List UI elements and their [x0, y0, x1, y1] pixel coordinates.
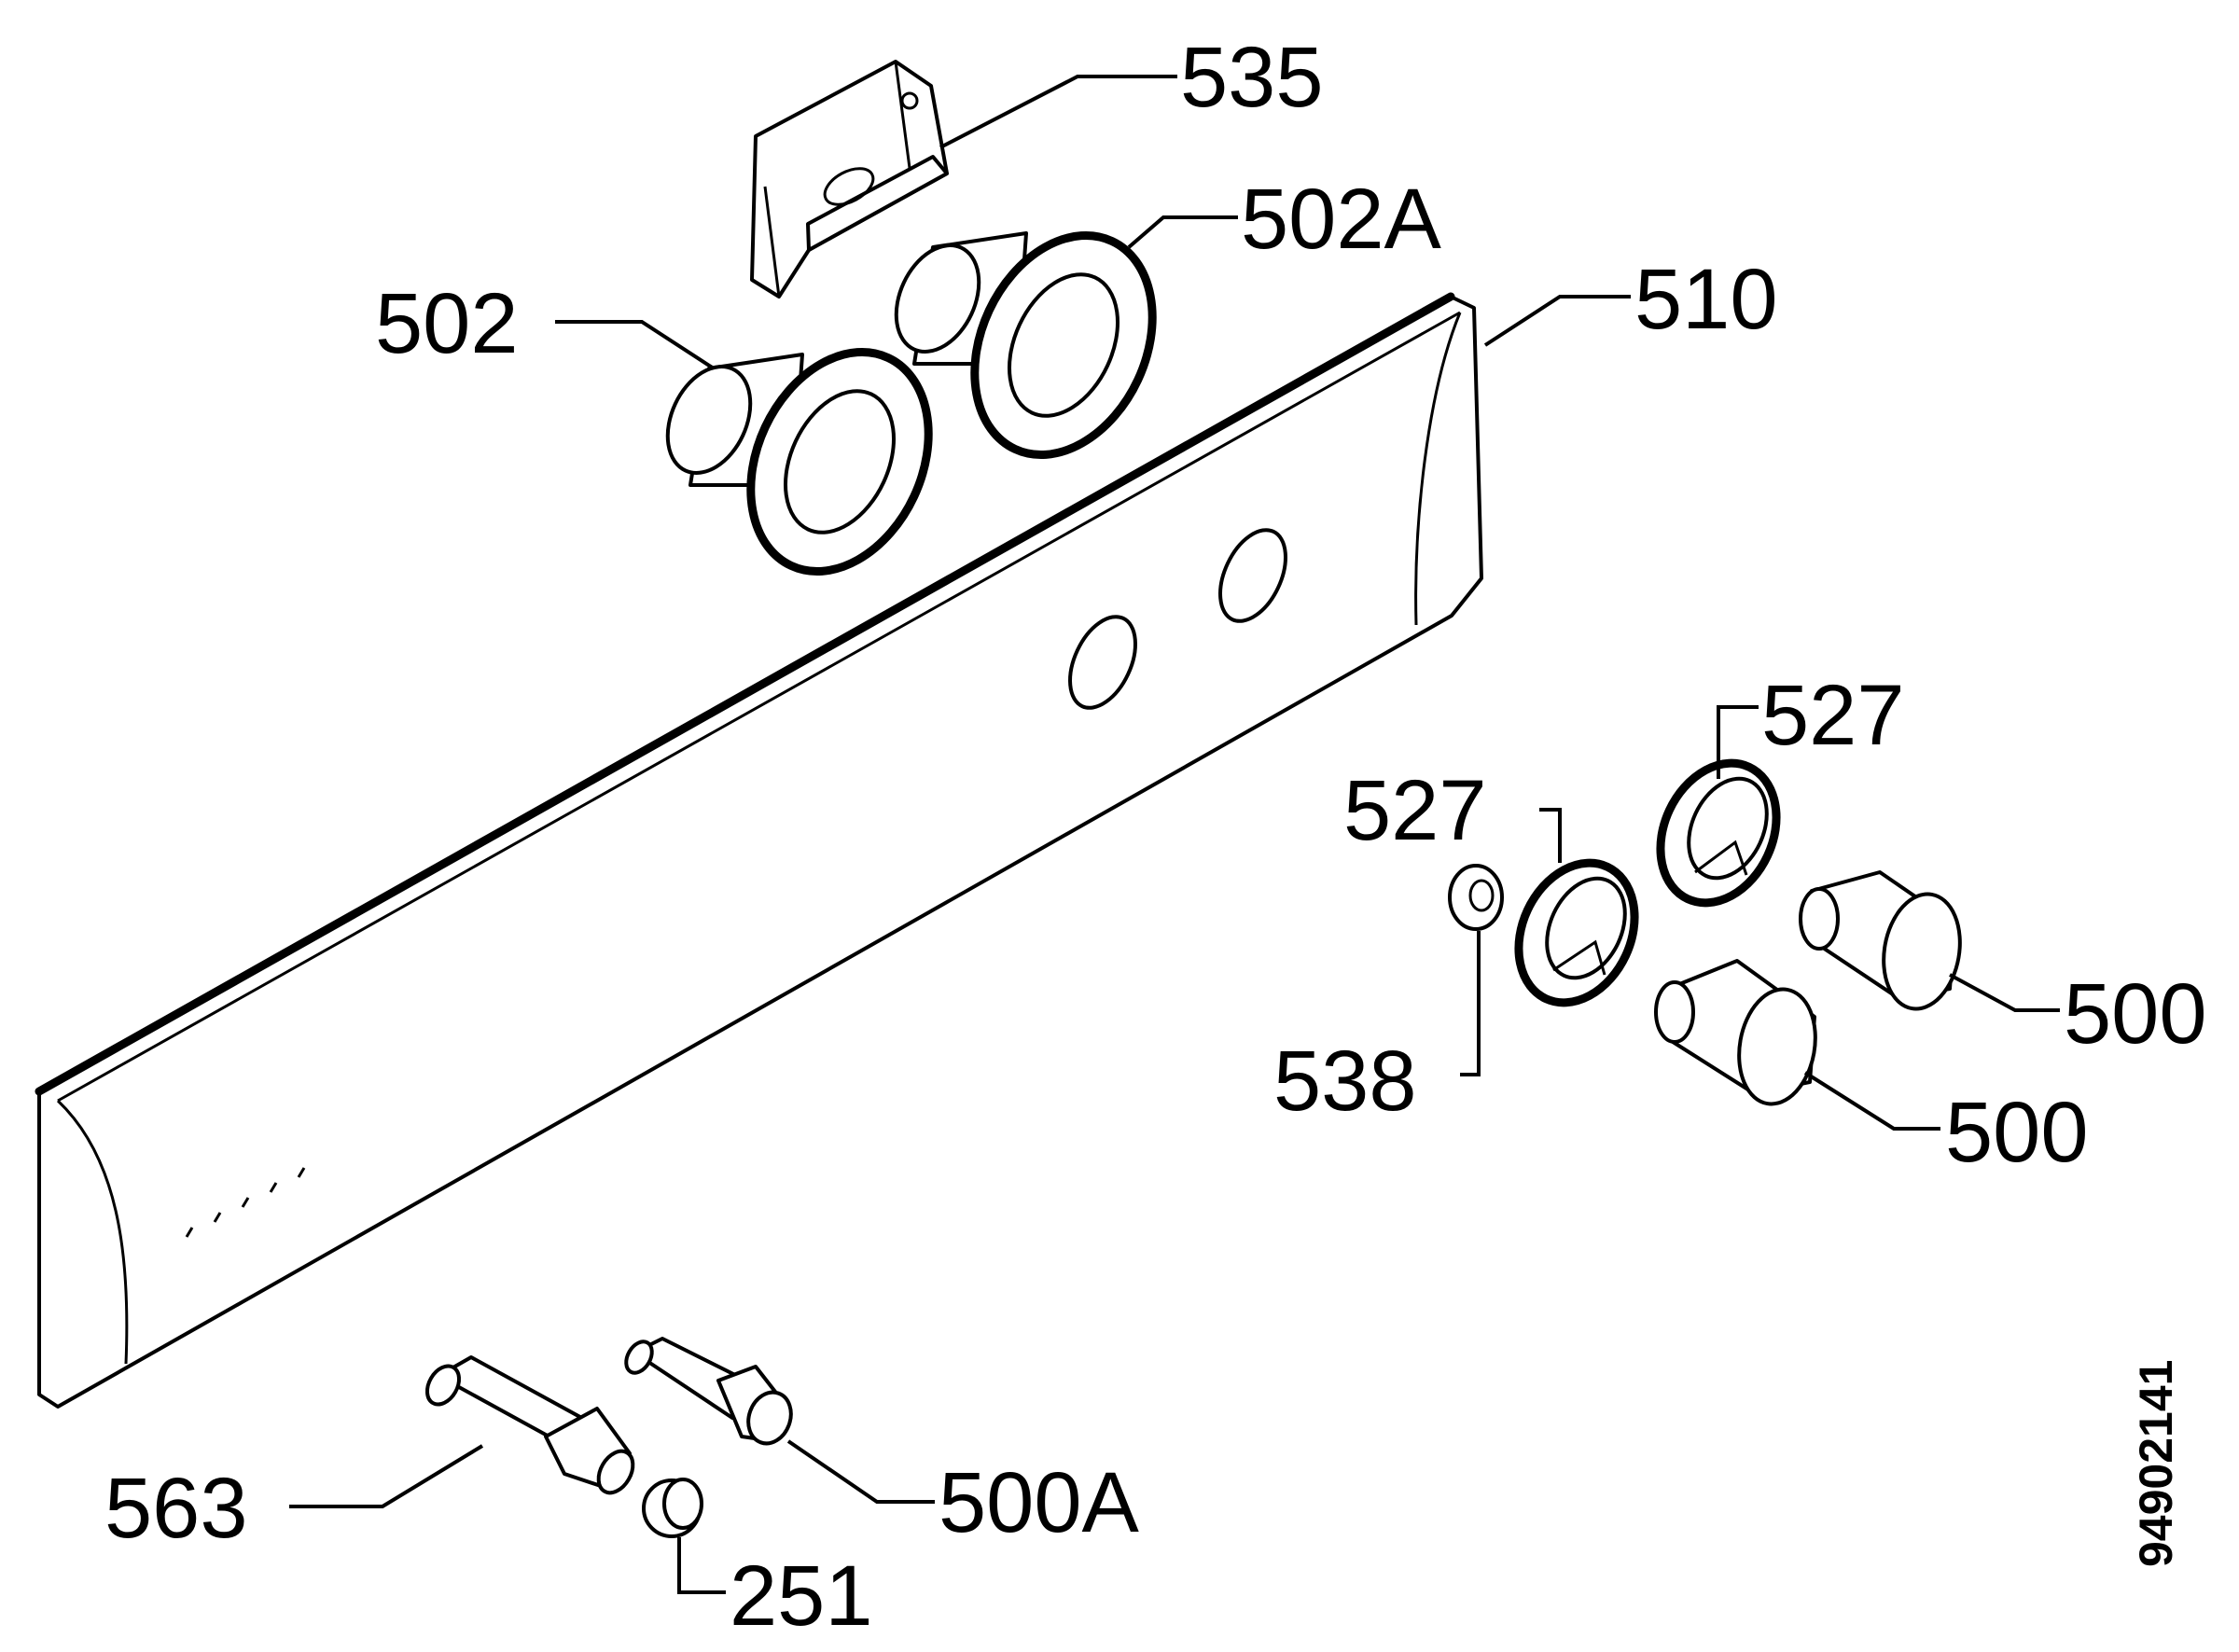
knob-skirt-527-upper [1656, 758, 1781, 908]
panel-hole-right [1218, 528, 1287, 623]
spindle-563 [424, 1355, 635, 1495]
bezel-ring-502a [894, 230, 1157, 460]
shaft-extension-500a [624, 1337, 793, 1446]
panel-hole-left [1068, 615, 1137, 710]
control-panel-510 [35, 292, 1483, 1409]
callout-535: 535 [1180, 30, 1324, 125]
callout-527-lower: 527 [1343, 763, 1487, 858]
callout-502a: 502A [1241, 172, 1441, 267]
callout-527-upper: 527 [1761, 668, 1905, 763]
callout-500-lower: 500 [1945, 1085, 2089, 1180]
callout-502: 502 [375, 276, 519, 371]
switch-housing-535 [750, 60, 949, 298]
switch-symbol [823, 167, 875, 206]
callout-500a: 500A [939, 1455, 1139, 1550]
callout-labels: 535 502A 502 510 527 527 538 500 500 563… [104, 30, 2207, 1644]
callout-538: 538 [1273, 1034, 1417, 1129]
control-knob-500-upper [1799, 870, 1962, 1011]
knob-skirt-527-lower [1514, 858, 1639, 1007]
control-knob-500-lower [1654, 959, 1817, 1106]
indicator-marks [185, 1167, 306, 1238]
callout-251: 251 [730, 1548, 873, 1644]
callout-510: 510 [1634, 252, 1778, 347]
bezel-ring-502 [665, 347, 933, 576]
callout-563: 563 [104, 1461, 248, 1556]
document-number: 94902141 [2130, 1360, 2182, 1567]
callout-500-upper: 500 [2064, 966, 2207, 1062]
spacer-538 [1448, 864, 1504, 931]
leader-lines [289, 75, 2060, 1594]
cap-251 [642, 1478, 703, 1538]
